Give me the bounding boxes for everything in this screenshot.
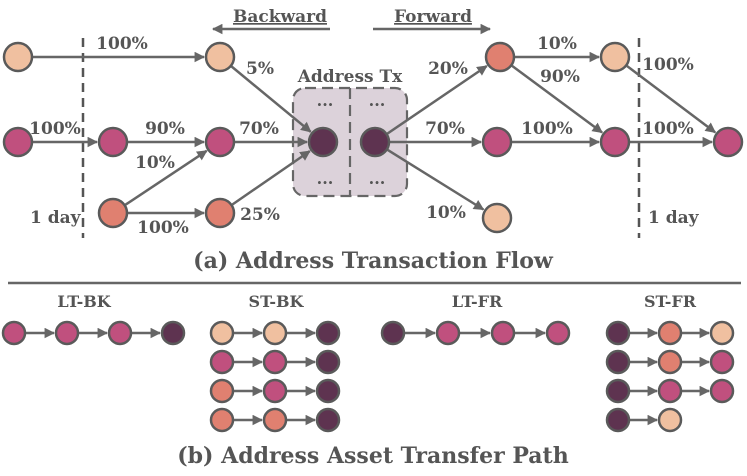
box-dots-bottom-left: ··· [317, 173, 334, 192]
flow-edge-label: 25% [240, 205, 280, 225]
path-group-st-bk: ST-BK [209, 292, 341, 433]
flow-edge-label: 100% [29, 119, 81, 139]
flow-node-f3 [481, 202, 513, 234]
path-node [709, 378, 735, 404]
path-node [315, 407, 341, 433]
path-group-st-fr: ST-FR [605, 292, 735, 433]
flow-edge-b4-b3 [124, 149, 208, 206]
path-node [209, 378, 235, 404]
address-tx-label: Address Tx [297, 67, 403, 87]
path-group-lt-bk: LT-BK [1, 292, 186, 346]
flow-node-f5 [599, 126, 631, 158]
path-node [262, 349, 288, 375]
flow-node-b2 [97, 126, 129, 158]
flow-edge-b5-cl [231, 150, 311, 206]
flow-node-b1 [204, 41, 236, 73]
path-node [657, 320, 683, 346]
time-label-left: 1 day [30, 208, 82, 228]
path-node [262, 320, 288, 346]
flow-node-b4 [97, 197, 129, 229]
path-node [709, 320, 735, 346]
flow-node-f6 [712, 126, 744, 158]
path-node [160, 320, 186, 346]
path-node [1, 320, 27, 346]
flow-edge-b1-cl [230, 65, 312, 133]
path-node [657, 378, 683, 404]
backward-label: Backward [233, 7, 327, 27]
path-node [315, 320, 341, 346]
flow-edge-f1-f5 [511, 64, 603, 134]
path-node [209, 407, 235, 433]
box-dots-top-left: ··· [317, 95, 334, 114]
flow-nodes [2, 41, 744, 234]
path-node [262, 378, 288, 404]
flow-edge-cr-f1 [386, 64, 488, 135]
path-node [380, 320, 406, 346]
flow-edge-f4-f6 [626, 65, 717, 134]
path-group-title: LT-BK [57, 292, 111, 311]
path-node [209, 320, 235, 346]
flow-node-cl [307, 126, 339, 158]
path-node [315, 349, 341, 375]
flow-edge-label: 90% [540, 67, 580, 87]
flow-edge-cr-f3 [387, 148, 485, 211]
flow-edge-label: 100% [521, 119, 573, 139]
box-dots-bottom-right: ··· [369, 173, 386, 192]
flow-node-f4 [599, 41, 631, 73]
flow-node-l2 [2, 126, 34, 158]
flow-edge-label: 100% [642, 119, 694, 139]
path-node [605, 349, 631, 375]
flow-edge-label: 10% [135, 153, 175, 173]
flow-edges [33, 51, 717, 219]
path-node [657, 407, 683, 433]
flow-edge-label: 10% [537, 34, 577, 54]
forward-label: Forward [394, 7, 472, 27]
flow-edge-label: 5% [246, 59, 274, 79]
flow-node-f2 [481, 126, 513, 158]
path-node [605, 320, 631, 346]
time-label-right: 1 day [648, 208, 700, 228]
flow-node-b5 [204, 197, 236, 229]
path-groups: LT-BK ST-BK LT-FR ST-FR [1, 292, 735, 433]
flow-node-l1 [2, 41, 34, 73]
path-node [657, 349, 683, 375]
path-node [315, 378, 341, 404]
flow-edge-labels: 100% 100% 90% 10% 100% 5% 70% 25% 20% 70% 10% 10% 90… [29, 34, 694, 238]
caption-b: (b) Address Asset Transfer Path [177, 443, 568, 469]
caption-a: (a) Address Transaction Flow [193, 248, 554, 274]
path-node [545, 320, 571, 346]
box-dots-top-right: ··· [369, 95, 386, 114]
flow-edge-label: 100% [642, 55, 694, 75]
path-node [54, 320, 80, 346]
path-group-title: ST-BK [249, 292, 305, 311]
path-node [709, 349, 735, 375]
path-group-title: ST-FR [644, 292, 697, 311]
path-node [435, 320, 461, 346]
path-node [605, 378, 631, 404]
flow-edge-label: 90% [145, 119, 185, 139]
flow-edge-label: 10% [426, 203, 466, 223]
path-node [605, 407, 631, 433]
flow-edge-label: 70% [239, 119, 279, 139]
flow-node-f1 [484, 41, 516, 73]
path-group-lt-fr: LT-FR [380, 292, 571, 346]
path-node [209, 349, 235, 375]
path-node [262, 407, 288, 433]
flow-edge-label: 100% [137, 218, 189, 238]
flow-node-cr [359, 126, 391, 158]
path-group-title: LT-FR [452, 292, 503, 311]
flow-edge-label: 20% [428, 59, 468, 79]
flow-node-b3 [204, 126, 236, 158]
flow-edge-label: 70% [425, 119, 465, 139]
flow-edge-label: 100% [96, 34, 148, 54]
path-node [107, 320, 133, 346]
path-node [490, 320, 516, 346]
